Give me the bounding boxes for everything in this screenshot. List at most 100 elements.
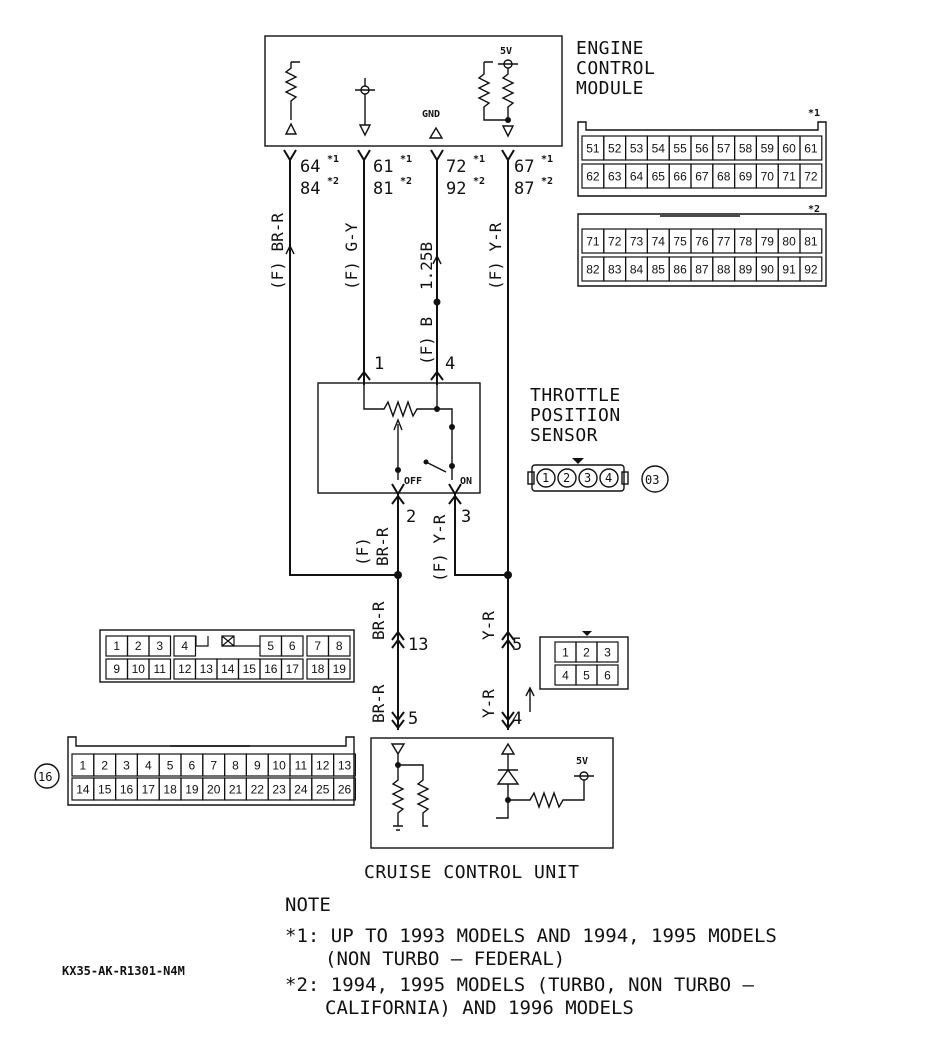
connector-pin-number: 5 [167, 758, 174, 772]
connector-pin-number: 12 [178, 662, 192, 676]
tps-connector-pin: 2 [563, 471, 570, 485]
connector-pin-number: 73 [630, 234, 644, 248]
throttle-position-sensor: THROTTLE POSITION SENSOR 1 4 OFF ON 2 3 … [317, 354, 669, 582]
mid-label-y-r-lower: Y-R [479, 689, 498, 718]
connector-cavity [333, 753, 357, 777]
tps-connector-pin: 3 [584, 471, 591, 485]
ecm-title-line1: ENGINE [576, 38, 644, 59]
connector-pin-number: 25 [316, 782, 330, 796]
wire-label-y-r: (F) Y-R [486, 222, 505, 290]
ecm-gnd-icon [428, 126, 444, 139]
connector-pin-number: 14 [76, 782, 90, 796]
connector-pin-number: 69 [739, 169, 753, 183]
ecm-mark1: *1 [400, 154, 412, 165]
connector-cavity [799, 256, 823, 282]
ecm-wire-labels: (F) BR-R (F) G-Y 1.25B (F) Y-R (F) B [268, 213, 505, 365]
tps-on-label: ON [460, 476, 472, 487]
ecm-mark2: *2 [541, 176, 553, 187]
mid-pin-5: 5 [512, 635, 522, 655]
connector-pin-number: 9 [113, 662, 120, 676]
connector-pin-number: 5 [267, 639, 274, 653]
connector-pin-number: 85 [652, 262, 666, 276]
tps-title-line3: SENSOR [530, 425, 598, 446]
wires [283, 149, 515, 730]
connector-pin-number: 6 [289, 639, 296, 653]
tps-connector-pin: 1 [542, 471, 549, 485]
tps-off-label: OFF [404, 476, 422, 487]
connector-pin-number: 24 [294, 782, 308, 796]
connector-pin-number: 8 [336, 639, 343, 653]
connector1-shell [577, 121, 827, 197]
connector-pin-number: 1 [562, 645, 569, 659]
connector-pin-number: 19 [333, 662, 347, 676]
tps-switch-icon [425, 461, 447, 473]
ecm-gnd-label: GND [422, 109, 440, 120]
connector-pin-number: 53 [630, 141, 644, 155]
wire-label-f-b: (F) B [417, 317, 436, 365]
connector-pin-number: 20 [207, 782, 221, 796]
connector-pin-number: 16 [120, 782, 134, 796]
tps-connector: 1 2 3 4 03 [527, 458, 669, 493]
connector-pin-number: 7 [210, 758, 217, 772]
connector-pin-number: 52 [608, 141, 622, 155]
ecm-pin-81: 81 [373, 179, 393, 199]
connector-pin-number: 89 [739, 262, 753, 276]
note-line-1: *1: UP TO 1993 MODELS AND 1994, 1995 MOD… [285, 925, 777, 947]
mid-label-br-r-upper: BR-R [369, 601, 388, 640]
tps-wire-label-br-r: BR-R [373, 527, 392, 566]
wire-label-br-r: (F) BR-R [268, 213, 287, 290]
connector-pin-number: 68 [717, 169, 731, 183]
connector-pin-number: 7 [314, 639, 321, 653]
connector-pin-number: 16 [264, 662, 278, 676]
ccu-diode-icon [496, 742, 594, 819]
connector-pin-number: 12 [316, 758, 330, 772]
connector-pin-number: 11 [154, 662, 167, 676]
tps-pin-2: 2 [406, 507, 416, 527]
ecm-mark1: *1 [541, 154, 553, 165]
connector-pin-number: 15 [243, 662, 257, 676]
wire-label-g-y: (F) G-Y [342, 222, 361, 290]
connector-cavity [333, 777, 357, 801]
connector-key-icon [195, 635, 260, 647]
ecm-title-line2: CONTROL [576, 58, 655, 79]
ecm-pin-84: 84 [300, 179, 320, 199]
ccu-5v-label: 5V [576, 756, 588, 767]
ecm-pin-67: 67 [514, 157, 534, 177]
ecm-mark1: *1 [327, 154, 339, 165]
connector-pin-number: 2 [135, 639, 142, 653]
cruise-control-unit: CRUISE CONTROL UNIT 5V [364, 737, 614, 883]
notes: NOTE *1: UP TO 1993 MODELS AND 1994, 199… [285, 894, 777, 1019]
connector-pin-number: 10 [132, 662, 146, 676]
connector-pin-number: 23 [272, 782, 286, 796]
ecm-pin-87: 87 [514, 179, 534, 199]
mid-pin-5-lower: 5 [408, 709, 418, 729]
connector-pin-number: 13 [200, 662, 214, 676]
ecm-5v-label: 5V [500, 46, 512, 57]
connector-pin-number: 64 [630, 169, 644, 183]
tps-box [317, 382, 481, 494]
tps-pin-3: 3 [461, 507, 471, 527]
connector1-mark: *1 [808, 108, 820, 119]
connector-pin-number: 6 [189, 758, 196, 772]
tps-wire-label-y-r: (F) Y-R [430, 514, 449, 582]
ecm-mark2: *2 [400, 176, 412, 187]
tps-resistor-icon [363, 385, 453, 480]
connector-pin-number: 75 [673, 234, 687, 248]
mid-label-br-r-lower: BR-R [369, 684, 388, 723]
connector-pin-number: 80 [782, 234, 796, 248]
connector-pin-number: 10 [272, 758, 286, 772]
ecm-pin-64: 64 [300, 157, 320, 177]
connector-pin-number: 18 [163, 782, 177, 796]
ecm-5v-resistor-icon [477, 59, 518, 138]
connector-pin-number: 13 [338, 758, 352, 772]
connector-pin-number: 56 [695, 141, 709, 155]
connector-pin-number: 14 [221, 662, 235, 676]
connector-pin-number: 4 [145, 758, 152, 772]
connector-pin-number: 54 [652, 141, 666, 155]
connector-pin-number: 3 [156, 639, 163, 653]
connector-pin-number: 63 [608, 169, 622, 183]
connector5-shell [67, 736, 355, 806]
